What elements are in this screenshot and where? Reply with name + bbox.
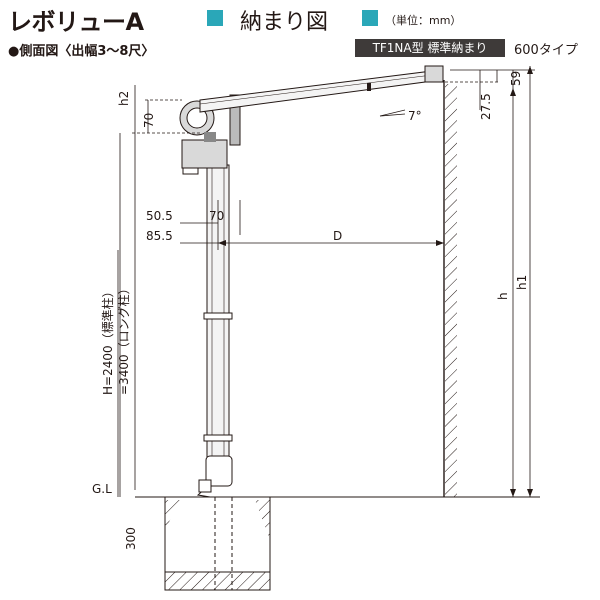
diagram-subtitle: 納まり図 <box>240 10 329 35</box>
dim-50-5: 50.5 <box>146 209 173 223</box>
dim-h: h <box>496 292 510 300</box>
dim-height-standard: H=2400（標準柱） <box>100 285 115 395</box>
dimension-arrows <box>218 66 533 497</box>
dim-height-long: =3400（ロング柱） <box>116 282 131 395</box>
dim-27-5: 27.5 <box>479 93 493 120</box>
accent-square-left <box>207 10 223 26</box>
type-label: 600タイプ <box>514 43 578 58</box>
unit-note: （単位：mm） <box>385 14 462 27</box>
side-view-label: ●側面図〈出幅3〜8尺〉 <box>8 44 155 59</box>
page-title: レボリューA <box>8 8 144 36</box>
dim-h1: h1 <box>515 275 529 290</box>
model-badge: TF1NA型 標準納まり <box>355 39 505 57</box>
dim-59: 59 <box>509 71 523 86</box>
dimension-lines <box>117 66 535 497</box>
dim-angle: 7° <box>408 109 422 123</box>
roof-beam <box>199 65 444 113</box>
accent-square-right <box>362 10 378 26</box>
wall <box>443 80 457 497</box>
dim-70-mid: 70 <box>209 209 224 223</box>
dim-d: D <box>333 229 342 243</box>
ground-level-label: G.L <box>92 482 112 496</box>
foundation <box>164 496 271 591</box>
dim-70-top: 70 <box>142 113 156 128</box>
dim-300: 300 <box>124 527 138 550</box>
dim-h2: h2 <box>117 91 131 106</box>
dim-85-5: 85.5 <box>146 229 173 243</box>
